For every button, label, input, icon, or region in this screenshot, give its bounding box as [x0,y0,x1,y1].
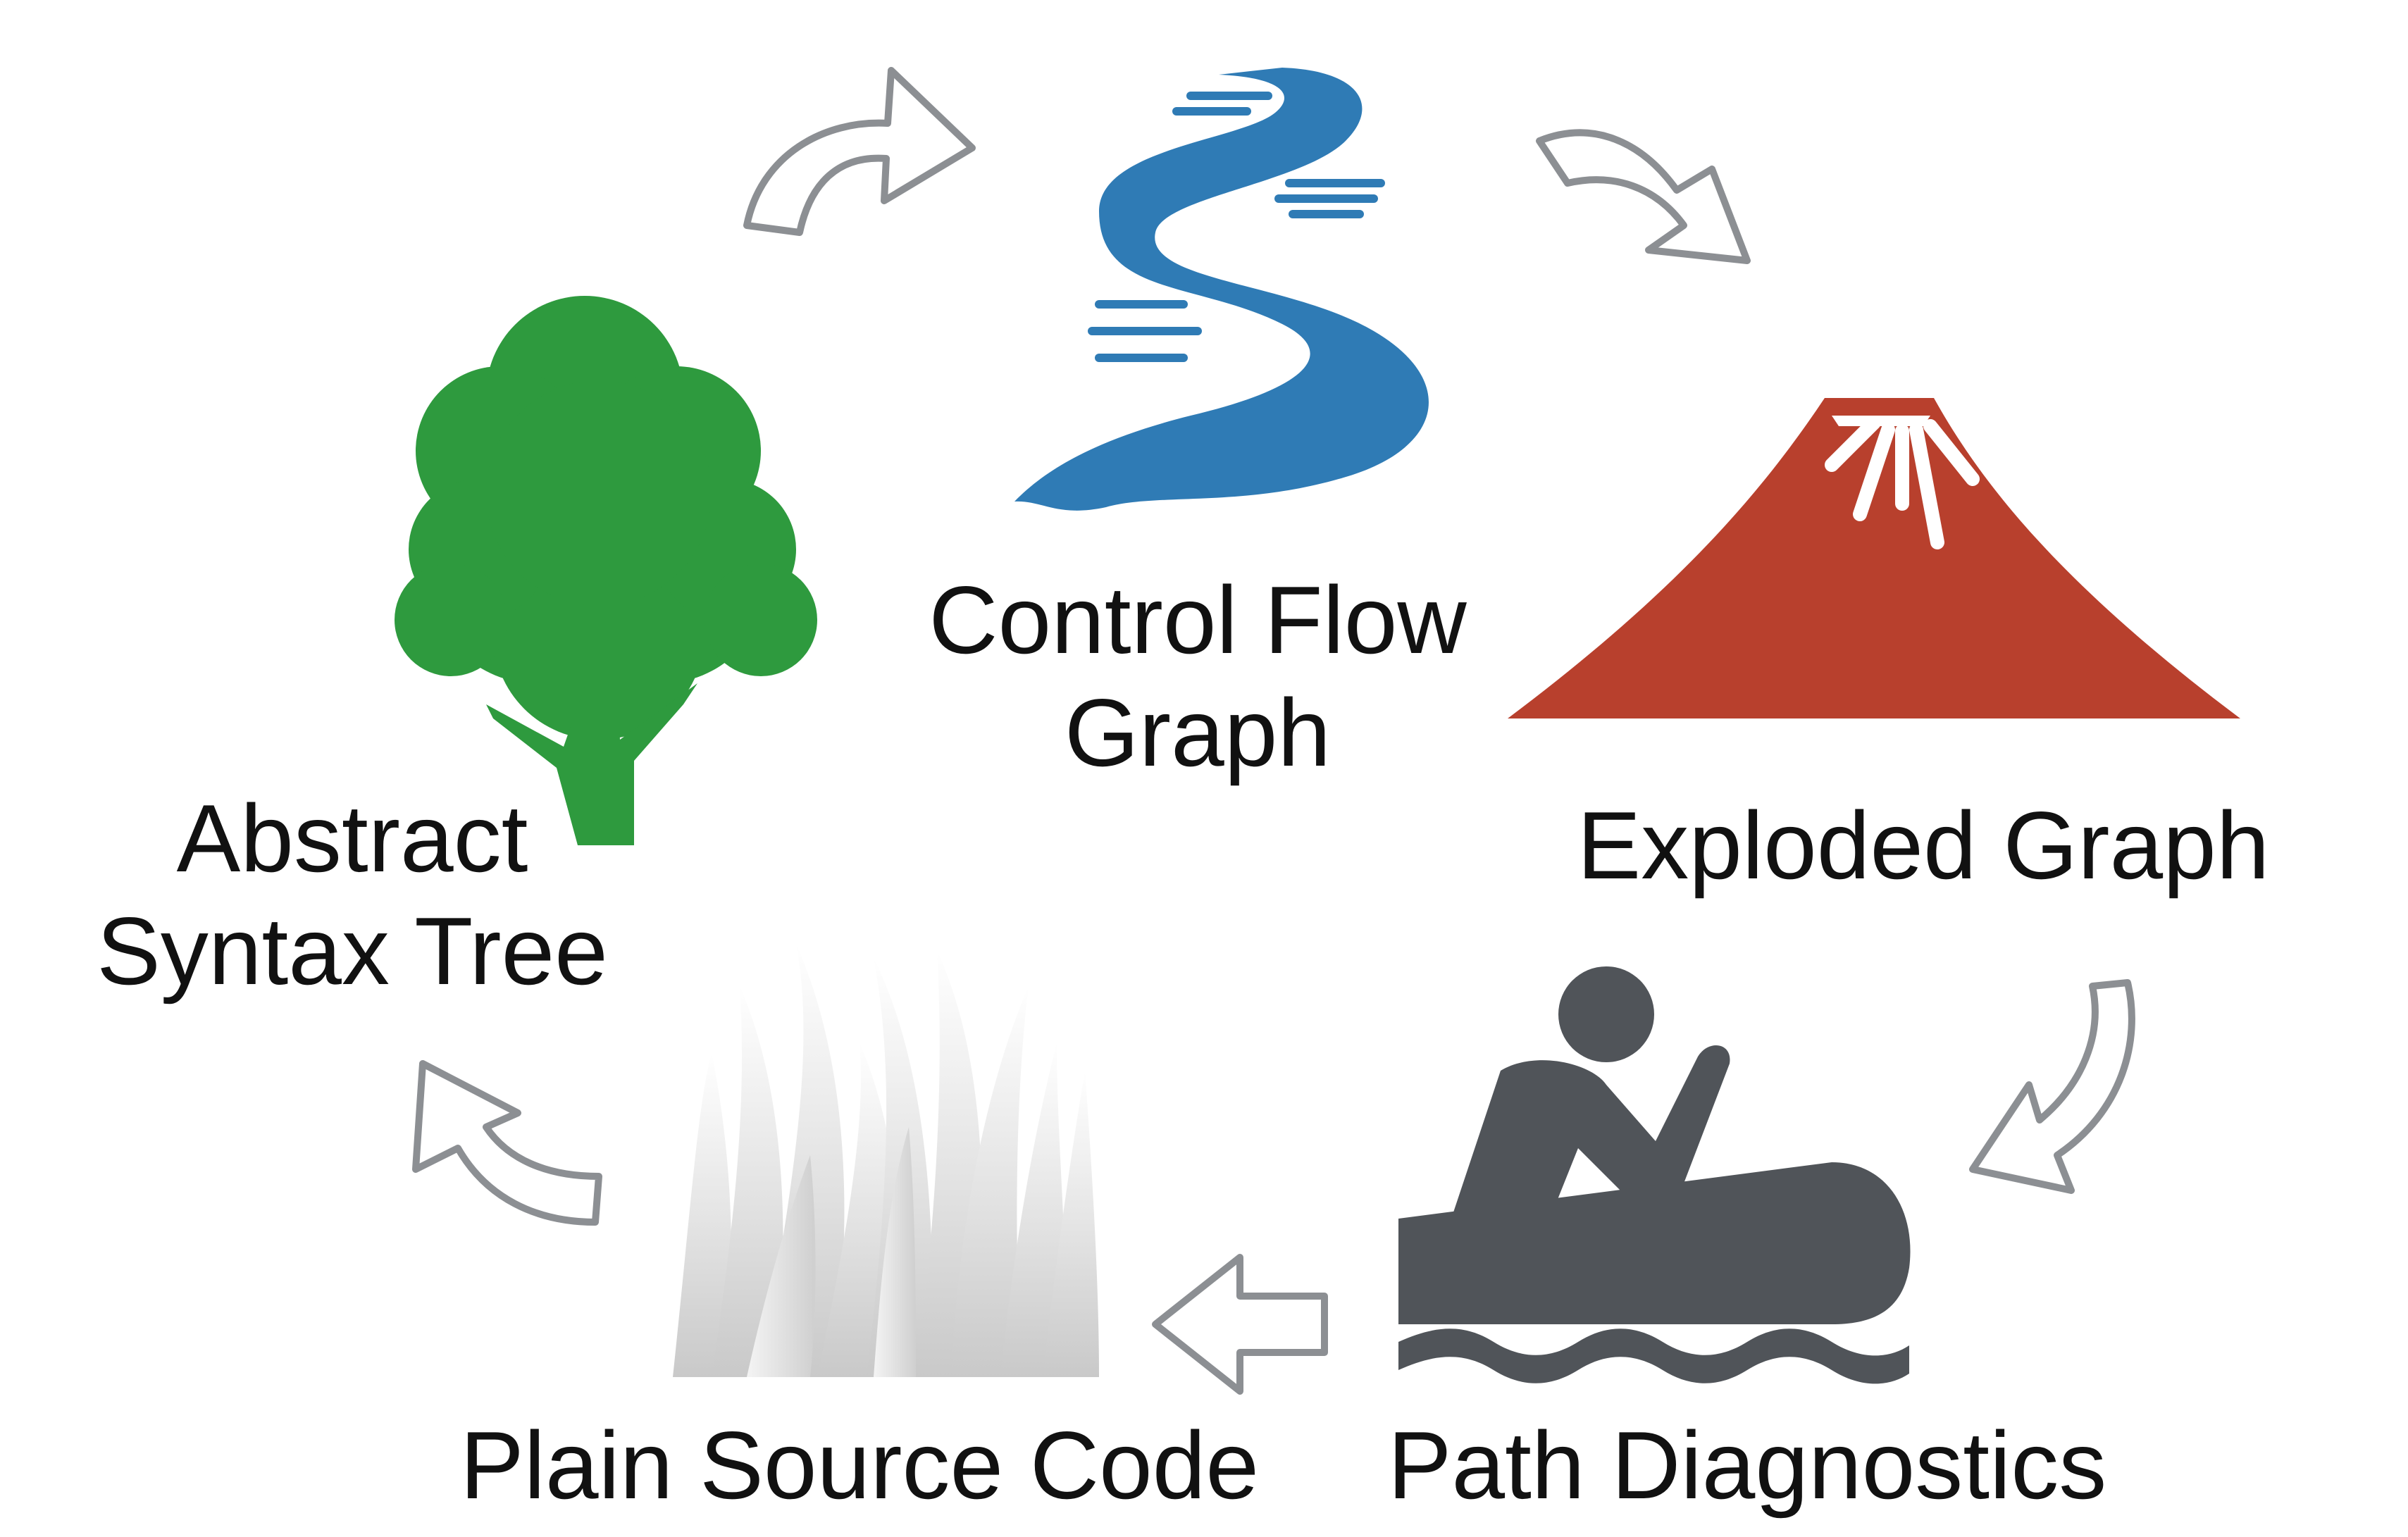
grass-icon [673,944,1099,1377]
exploded-graph-label: Exploded Graph [1536,789,2311,902]
arrow-psc-to-ast [412,1060,602,1226]
canoe-icon [1398,966,1911,1384]
tree-icon [395,296,817,845]
arrow-eg-to-pd [1969,979,2135,1194]
plain-source-code-label-line1: Plain Source Code [459,1412,1260,1519]
arrow-ast-to-cfg [743,67,976,236]
control-flow-graph-label: Control Flow Graph [845,564,1550,789]
control-flow-graph-label-line2: Graph [1065,679,1331,786]
arrow-pd-to-psc [1152,1254,1328,1395]
abstract-syntax-tree-label-line1: Abstract [176,785,528,892]
exploded-graph-label-line1: Exploded Graph [1577,792,2270,899]
river-icon [1014,68,1429,511]
abstract-syntax-tree-label-line2: Syntax Tree [97,897,608,1004]
plain-source-code-label: Plain Source Code [437,1409,1282,1522]
arrow-cfg-to-eg [1536,129,1751,264]
abstract-syntax-tree-label: Abstract Syntax Tree [21,782,683,1007]
path-diagnostics-label: Path Diagnostics [1332,1409,2163,1522]
volcano-icon [1508,398,2240,718]
path-diagnostics-label-line1: Path Diagnostics [1387,1412,2107,1519]
control-flow-graph-label-line1: Control Flow [929,566,1467,673]
